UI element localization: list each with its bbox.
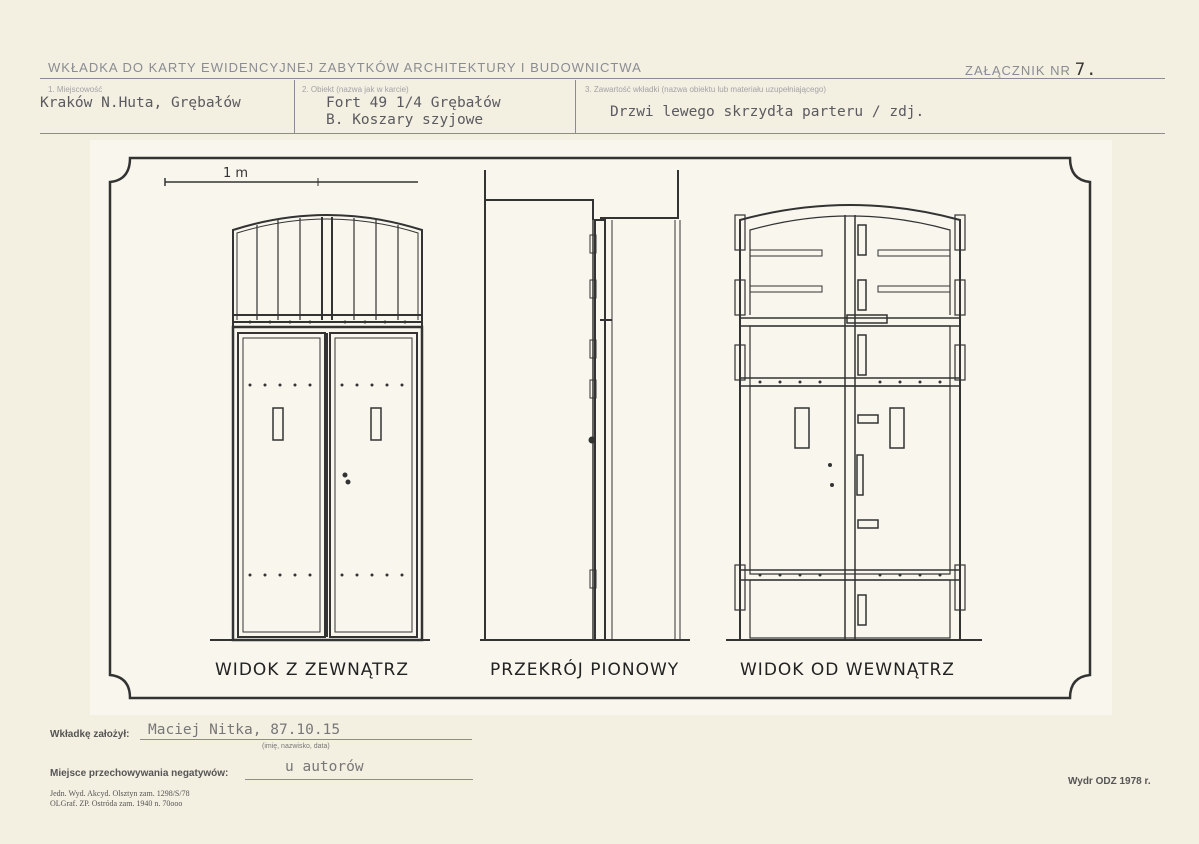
object-value-1: Fort 49 1/4 Grębałów bbox=[326, 95, 501, 111]
vertical-section bbox=[480, 170, 690, 641]
negatives-label: Miejsce przechowywania negatywów: bbox=[50, 768, 229, 779]
scale-bar: 1 m bbox=[164, 166, 418, 186]
object-value-2: B. Koszary szyjowe bbox=[326, 112, 484, 128]
field-divider-2 bbox=[575, 80, 576, 133]
locality-label: 1. Miejscowość bbox=[48, 85, 103, 94]
header-rule-top bbox=[40, 78, 1165, 79]
locality-value: Kraków N.Huta, Grębałów bbox=[40, 95, 241, 111]
annex-number: 7. bbox=[1074, 60, 1098, 80]
negatives-value: u autorów bbox=[285, 759, 364, 775]
sheet-title: WKŁADKA DO KARTY EWIDENCYJNEJ ZABYTKÓW A… bbox=[48, 60, 642, 75]
prepared-underline bbox=[140, 739, 472, 740]
drawing-card: 1 m bbox=[90, 140, 1112, 715]
prepared-hint: (imię, nazwisko, data) bbox=[262, 743, 330, 750]
caption-inside-view: WIDOK OD WEWNĄTRZ bbox=[740, 660, 955, 680]
annex-label-text: ZAŁĄCZNIK NR bbox=[965, 63, 1071, 78]
negatives-underline bbox=[245, 779, 473, 780]
drawing-frame bbox=[108, 156, 1092, 700]
outside-view bbox=[210, 214, 430, 642]
inside-rivets bbox=[758, 380, 942, 577]
print-info-1: Jedn. Wyd. Akcyd. Olsztyn zam. 1298/S/78 bbox=[50, 789, 190, 798]
caption-outside-view: WIDOK Z ZEWNĄTRZ bbox=[215, 660, 409, 680]
header-rule-bottom bbox=[40, 133, 1165, 134]
field-divider-1 bbox=[294, 80, 295, 133]
print-info-2: OLGraf. ZP. Ostróda zam. 1940 n. 70ooo bbox=[50, 799, 183, 808]
content-value: Drzwi lewego skrzydła parteru / zdj. bbox=[610, 104, 925, 120]
door-drawing: 1 m bbox=[108, 156, 1092, 700]
outside-rivets bbox=[248, 320, 407, 577]
scale-label: 1 m bbox=[223, 166, 248, 181]
prepared-value: Maciej Nitka, 87.10.15 bbox=[148, 722, 341, 738]
inside-view bbox=[726, 204, 982, 641]
content-label: 3. Zawartość wkładki (nazwa obiektu lub … bbox=[585, 85, 827, 94]
prepared-label: Wkładkę założył: bbox=[50, 729, 130, 740]
caption-section: PRZEKRÓJ PIONOWY bbox=[490, 658, 679, 680]
publisher-mark: Wydr ODZ 1978 r. bbox=[1068, 776, 1151, 787]
object-label: 2. Obiekt (nazwa jak w karcie) bbox=[302, 85, 409, 94]
